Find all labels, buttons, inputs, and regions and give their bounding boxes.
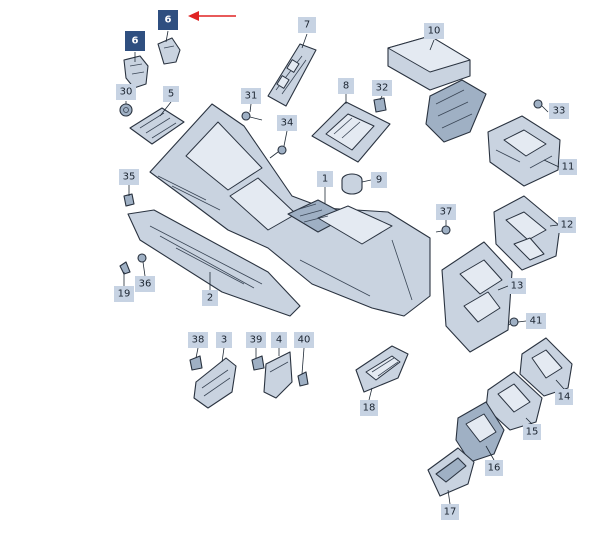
part-4-vertical-bracket: [263, 351, 293, 399]
part-12-trim-frame: [493, 195, 561, 271]
part-32-clip: [373, 97, 387, 113]
part-18-rear-vent: [355, 345, 409, 393]
svg-text:12: 12: [561, 220, 574, 231]
svg-text:7: 7: [304, 20, 310, 31]
part-11-rear-bracket: [487, 115, 561, 187]
highlight-arrow: [188, 11, 236, 21]
svg-text:17: 17: [444, 507, 457, 518]
part-40-clip: [297, 371, 309, 387]
svg-text:41: 41: [530, 316, 543, 327]
svg-text:39: 39: [250, 335, 263, 346]
leader-lines: [123, 30, 565, 505]
callout-36[interactable]: 36: [135, 276, 155, 292]
part-39-clip: [251, 355, 265, 371]
callout-38[interactable]: 38: [188, 332, 208, 348]
svg-text:15: 15: [526, 427, 539, 438]
callout-31[interactable]: 31: [241, 88, 261, 104]
callout-17[interactable]: 17: [441, 504, 459, 520]
part-13-rear-vent-panel: [441, 241, 513, 353]
part-2-side-panel: [127, 209, 301, 317]
svg-text:4: 4: [276, 335, 282, 346]
callout-7[interactable]: 7: [298, 17, 316, 33]
svg-text:18: 18: [363, 403, 376, 414]
callout-41[interactable]: 41: [526, 313, 546, 329]
svg-text:31: 31: [245, 91, 258, 102]
part-8-shift-surround: [311, 101, 391, 163]
part-5-cover-plate: [129, 107, 185, 145]
part-15-trim-frame: [485, 371, 543, 431]
svg-text:40: 40: [298, 335, 311, 346]
callout-19[interactable]: 19: [114, 286, 134, 302]
svg-text:13: 13: [511, 281, 524, 292]
part-6-bracket-a: [123, 55, 149, 89]
svg-text:36: 36: [139, 279, 152, 290]
svg-text:38: 38: [192, 335, 205, 346]
part-16-storage-tray: [455, 401, 505, 463]
callout-13[interactable]: 13: [508, 278, 526, 294]
callout-18[interactable]: 18: [360, 400, 378, 416]
callout-1[interactable]: 1: [317, 171, 333, 187]
callout-40[interactable]: 40: [294, 332, 314, 348]
part-3-lower-bracket: [193, 357, 237, 409]
svg-text:14: 14: [558, 392, 571, 403]
svg-text:9: 9: [376, 175, 382, 186]
part-19-clip: [119, 261, 131, 275]
part-17-storage-bin: [427, 447, 475, 497]
part-10-armrest-lid: [387, 35, 471, 91]
callout-5[interactable]: 5: [163, 86, 179, 102]
svg-text:3: 3: [221, 335, 227, 346]
part-31-screw: [241, 111, 263, 121]
callout-39[interactable]: 39: [246, 332, 266, 348]
svg-text:6: 6: [165, 15, 172, 26]
callout-9[interactable]: 9: [371, 172, 387, 188]
part-38-clip: [189, 355, 203, 371]
callout-2[interactable]: 2: [202, 290, 218, 306]
callout-33[interactable]: 33: [549, 103, 569, 119]
callout-11[interactable]: 11: [559, 159, 577, 175]
part-6-bracket-b: [157, 37, 181, 65]
svg-text:32: 32: [376, 83, 389, 94]
svg-text:35: 35: [123, 172, 136, 183]
callout-3[interactable]: 3: [216, 332, 232, 348]
part-14-trim-frame: [519, 337, 573, 397]
callout-30[interactable]: 30: [116, 84, 136, 100]
svg-text:16: 16: [488, 463, 501, 474]
callout-4[interactable]: 4: [271, 332, 287, 348]
svg-text:37: 37: [440, 207, 453, 218]
callout-15[interactable]: 15: [523, 424, 541, 440]
svg-text:33: 33: [553, 106, 566, 117]
svg-text:19: 19: [118, 289, 131, 300]
callout-6a[interactable]: 6: [125, 31, 145, 51]
callout-10[interactable]: 10: [424, 23, 444, 39]
part-7-trim-panel: [267, 43, 317, 107]
callout-12[interactable]: 12: [558, 217, 576, 233]
part-9-cup-insert: [341, 173, 363, 195]
callout-8[interactable]: 8: [338, 78, 354, 94]
part-1-center-console: [149, 103, 431, 317]
part-30-clip: [119, 103, 133, 117]
svg-text:11: 11: [562, 162, 575, 173]
svg-text:10: 10: [428, 26, 441, 37]
callout-37[interactable]: 37: [436, 204, 456, 220]
callout-32[interactable]: 32: [372, 80, 392, 96]
svg-text:8: 8: [343, 81, 349, 92]
part-33-screw: [533, 99, 549, 113]
svg-text:34: 34: [281, 118, 294, 129]
callout-6b[interactable]: 6: [158, 10, 178, 30]
part-37-screw: [435, 225, 451, 235]
svg-text:6: 6: [132, 36, 139, 47]
callout-16[interactable]: 16: [485, 460, 503, 476]
callout-34[interactable]: 34: [277, 115, 297, 131]
callout-14[interactable]: 14: [555, 389, 573, 405]
part-36-screw: [137, 253, 147, 263]
svg-text:2: 2: [207, 293, 213, 304]
svg-text:5: 5: [168, 89, 174, 100]
svg-text:30: 30: [120, 87, 133, 98]
part-armrest-hinge-housing: [425, 79, 487, 143]
part-34-screw: [269, 145, 287, 159]
svg-text:1: 1: [322, 174, 328, 185]
callout-35[interactable]: 35: [119, 169, 139, 185]
